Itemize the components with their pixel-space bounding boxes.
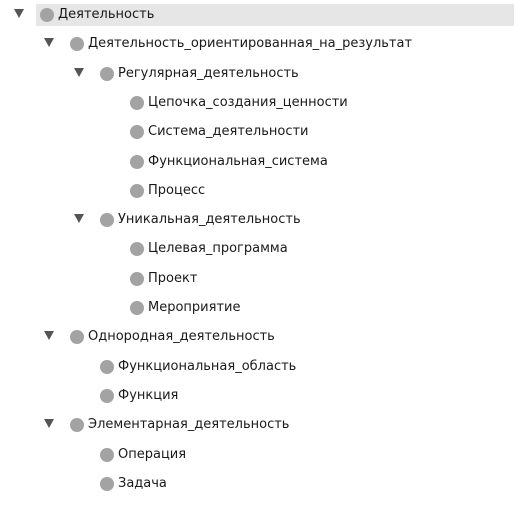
tree-node-label: Деятельность bbox=[58, 7, 155, 22]
circle-node-icon bbox=[100, 389, 114, 403]
tree-node-9[interactable]: Проект bbox=[0, 267, 524, 291]
tree-node-label: Проект bbox=[148, 271, 198, 286]
tree-node-8[interactable]: Целевая_программа bbox=[0, 237, 524, 261]
tree-node-label: Система_деятельности bbox=[148, 124, 309, 139]
circle-node-icon bbox=[130, 184, 144, 198]
tree-node-3[interactable]: Цепочка_создания_ценности bbox=[0, 91, 524, 115]
tree-node-7[interactable]: Уникальная_деятельность bbox=[0, 208, 524, 232]
tree-node-label: Функция bbox=[118, 388, 179, 403]
tree-node-4[interactable]: Система_деятельности bbox=[0, 120, 524, 144]
tree-node-label: Функциональная_область bbox=[118, 359, 297, 374]
expand-collapse-triangle-icon[interactable] bbox=[44, 331, 54, 340]
tree-node-0[interactable]: Деятельность bbox=[0, 3, 524, 27]
selection-highlight bbox=[36, 4, 514, 26]
circle-node-icon bbox=[130, 155, 144, 169]
tree-node-label: Деятельность_ориентированная_на_результа… bbox=[88, 36, 413, 51]
circle-node-icon bbox=[100, 477, 114, 491]
circle-node-icon bbox=[130, 301, 144, 315]
circle-node-icon bbox=[70, 37, 84, 51]
expand-collapse-triangle-icon[interactable] bbox=[44, 419, 54, 428]
tree-node-label: Мероприятие bbox=[148, 300, 241, 315]
tree-node-label: Регулярная_деятельность bbox=[118, 66, 299, 81]
tree-node-6[interactable]: Процесс bbox=[0, 179, 524, 203]
circle-node-icon bbox=[40, 8, 54, 22]
expand-collapse-triangle-icon[interactable] bbox=[14, 9, 24, 18]
tree-node-2[interactable]: Регулярная_деятельность bbox=[0, 62, 524, 86]
circle-node-icon bbox=[100, 67, 114, 81]
expand-collapse-triangle-icon[interactable] bbox=[44, 38, 54, 47]
tree-node-5[interactable]: Функциональная_система bbox=[0, 150, 524, 174]
tree-node-16[interactable]: Задача bbox=[0, 472, 524, 496]
tree-node-label: Целевая_программа bbox=[148, 241, 288, 256]
circle-node-icon bbox=[100, 360, 114, 374]
circle-node-icon bbox=[130, 272, 144, 286]
tree-node-label: Уникальная_деятельность bbox=[118, 212, 301, 227]
tree-node-label: Процесс bbox=[148, 183, 206, 198]
circle-node-icon bbox=[130, 242, 144, 256]
tree-node-label: Цепочка_создания_ценности bbox=[148, 95, 348, 110]
tree-node-12[interactable]: Функциональная_область bbox=[0, 355, 524, 379]
expand-collapse-triangle-icon[interactable] bbox=[74, 214, 84, 223]
tree-node-label: Функциональная_система bbox=[148, 154, 328, 169]
tree-node-11[interactable]: Однородная_деятельность bbox=[0, 325, 524, 349]
expand-collapse-triangle-icon[interactable] bbox=[74, 68, 84, 77]
tree-node-10[interactable]: Мероприятие bbox=[0, 296, 524, 320]
circle-node-icon bbox=[130, 125, 144, 139]
tree-node-label: Операция bbox=[118, 447, 187, 462]
tree-node-label: Однородная_деятельность bbox=[88, 329, 275, 344]
tree-node-15[interactable]: Операция bbox=[0, 443, 524, 467]
circle-node-icon bbox=[130, 96, 144, 110]
circle-node-icon bbox=[70, 418, 84, 432]
tree-node-label: Задача bbox=[118, 476, 167, 491]
tree-node-label: Элементарная_деятельность bbox=[88, 417, 290, 432]
tree-node-14[interactable]: Элементарная_деятельность bbox=[0, 413, 524, 437]
circle-node-icon bbox=[100, 213, 114, 227]
circle-node-icon bbox=[70, 330, 84, 344]
tree-node-13[interactable]: Функция bbox=[0, 384, 524, 408]
circle-node-icon bbox=[100, 448, 114, 462]
tree-node-1[interactable]: Деятельность_ориентированная_на_результа… bbox=[0, 32, 524, 56]
